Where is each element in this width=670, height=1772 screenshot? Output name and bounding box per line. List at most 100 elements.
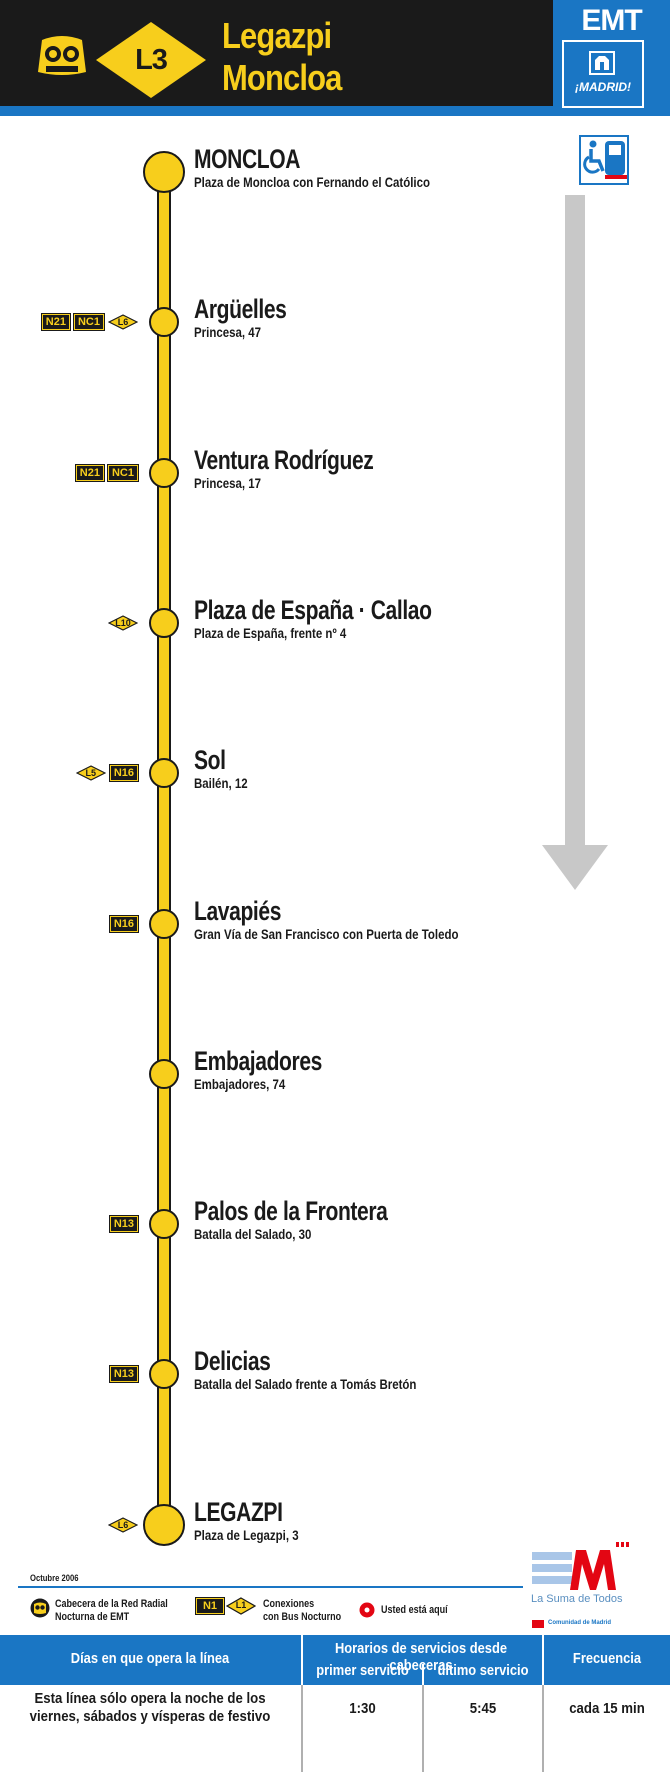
- night-bus-badge: NC1: [106, 464, 140, 482]
- terminal-top: Legazpi: [222, 15, 332, 56]
- legend-conn-label-2: con Bus Nocturno: [263, 1611, 342, 1623]
- legend-owl-label-2: Nocturna de EMT: [55, 1611, 130, 1623]
- print-date: Octubre 2006: [30, 1573, 79, 1583]
- last-service-time: 5:45: [469, 1700, 497, 1717]
- stop-dot: [149, 909, 179, 939]
- header-divider: [301, 1635, 303, 1685]
- stop-address: Batalla del Salado frente a Tomás Bretón: [194, 1376, 417, 1392]
- stop-dot: [149, 1059, 179, 1089]
- stop-dot: [143, 1504, 185, 1546]
- stop-address: Gran Vía de San Francisco con Puerta de …: [194, 926, 459, 942]
- stop-address: Plaza de Legazpi, 3: [194, 1527, 299, 1543]
- stop-dot: [149, 758, 179, 788]
- stop-address: Bailén, 12: [194, 775, 248, 791]
- stop-connections: L6: [107, 1517, 139, 1533]
- days-text-1: Esta línea sólo opera la noche de los: [34, 1690, 266, 1707]
- stop-connections: L10: [107, 615, 139, 631]
- night-bus-badge: N21: [40, 313, 71, 331]
- madrid-crest-icon: [589, 51, 615, 75]
- madrid-logo-text: ¡MADRID!: [575, 80, 631, 94]
- stop-dot: [149, 608, 179, 638]
- terminal-bottom: Moncloa: [222, 57, 342, 98]
- madrid-logo-frame: [562, 40, 644, 108]
- line-badge: L5: [75, 765, 107, 781]
- legend-owl-label-1: Cabecera de la Red Radial: [55, 1598, 168, 1610]
- diamond-badge-icon: [225, 1597, 257, 1615]
- night-bus-badge: N13: [108, 1365, 140, 1383]
- accessible-bus-icon: [579, 135, 629, 185]
- stop-connections: N13: [108, 1215, 140, 1233]
- body-divider: [301, 1685, 303, 1772]
- line-badge-label: L6: [117, 317, 129, 327]
- night-bus-badge: N13: [108, 1215, 140, 1233]
- stop-name: Palos de la Frontera: [194, 1196, 388, 1226]
- line-badge: L10: [107, 615, 139, 631]
- line-badge: L6: [107, 1517, 139, 1533]
- header-divider: [542, 1635, 544, 1685]
- col-days-header: Días en que opera la línea: [70, 1650, 230, 1667]
- stop-connections: L5 N16: [75, 764, 140, 782]
- stop-address: Princesa, 17: [194, 475, 262, 491]
- body-divider: [542, 1685, 544, 1772]
- days-text-2: viernes, sábados y vísperas de festivo: [29, 1708, 271, 1725]
- diamond-badge-icon: [107, 615, 139, 631]
- stop-name: Argüelles: [194, 294, 287, 324]
- line-badge: L6: [107, 314, 139, 330]
- legend-line-badge: L1: [225, 1597, 257, 1615]
- stop-dot: [149, 458, 179, 488]
- stop-name: MONCLOA: [194, 144, 301, 174]
- body-divider: [422, 1685, 424, 1772]
- direction-arrow-icon: [542, 195, 608, 890]
- legend-divider: [18, 1586, 523, 1588]
- night-bus-badge: NC1: [72, 313, 106, 331]
- schedule-header: [0, 1635, 670, 1685]
- diamond-badge-icon: [107, 1517, 139, 1533]
- stop-address: Batalla del Salado, 30: [194, 1226, 312, 1242]
- stop-address: Princesa, 47: [194, 324, 262, 340]
- header-stripe: [0, 106, 670, 116]
- you-are-here-icon: [359, 1602, 375, 1618]
- col-first-header: primer servicio: [316, 1662, 409, 1679]
- night-bus-badge: N21: [74, 464, 105, 482]
- night-bus-badge: N16: [108, 764, 140, 782]
- stop-dot: [143, 151, 185, 193]
- line-badge-label: L6: [117, 1520, 129, 1530]
- diamond-badge-icon: [107, 314, 139, 330]
- line-code: L3: [135, 43, 168, 76]
- col-last-header: último servicio: [437, 1662, 529, 1679]
- stop-name: Delicias: [194, 1346, 271, 1376]
- legend-night-badge: N1: [195, 1597, 225, 1615]
- first-service-time: 1:30: [349, 1700, 376, 1717]
- stop-name: Embajadores: [194, 1046, 322, 1076]
- emt-logo: EMT: [581, 4, 642, 37]
- line-badge-label: L10: [115, 618, 131, 628]
- route-line: [157, 170, 171, 1530]
- stop-connections: N13: [108, 1365, 140, 1383]
- stop-name: Plaza de España · Callao: [194, 595, 432, 625]
- diamond-badge-icon: [75, 765, 107, 781]
- stop-address: Embajadores, 74: [194, 1076, 286, 1092]
- night-bus-badge: N16: [108, 915, 140, 933]
- sponsor-name: Comunidad de Madrid: [548, 1620, 611, 1626]
- stop-name: Sol: [194, 745, 226, 775]
- header-divider: [422, 1664, 424, 1685]
- stop-name: Ventura Rodríguez: [194, 445, 374, 475]
- stop-dot: [149, 1359, 179, 1389]
- legend-here-label: Usted está aquí: [381, 1604, 448, 1616]
- frequency-value: cada 15 min: [569, 1700, 645, 1717]
- col-hours-header: Horarios de servicios desde cabeceras: [334, 1640, 508, 1674]
- line-badge-label: L5: [85, 768, 97, 778]
- legend-conn-label-1: Conexiones: [263, 1598, 315, 1610]
- emt-logo-box: [553, 0, 670, 116]
- night-owl-icon: [38, 36, 86, 75]
- comunidad-madrid-logo: [532, 1542, 629, 1628]
- stop-name: LEGAZPI: [194, 1497, 283, 1527]
- stop-dot: [149, 1209, 179, 1239]
- stop-connections: N16: [108, 915, 140, 933]
- stop-name: Lavapiés: [194, 896, 282, 926]
- col-freq-header: Frecuencia: [572, 1650, 642, 1667]
- sponsor-slogan: La Suma de Todos: [531, 1593, 623, 1605]
- stop-address: Plaza de Moncloa con Fernando el Católic…: [194, 174, 431, 190]
